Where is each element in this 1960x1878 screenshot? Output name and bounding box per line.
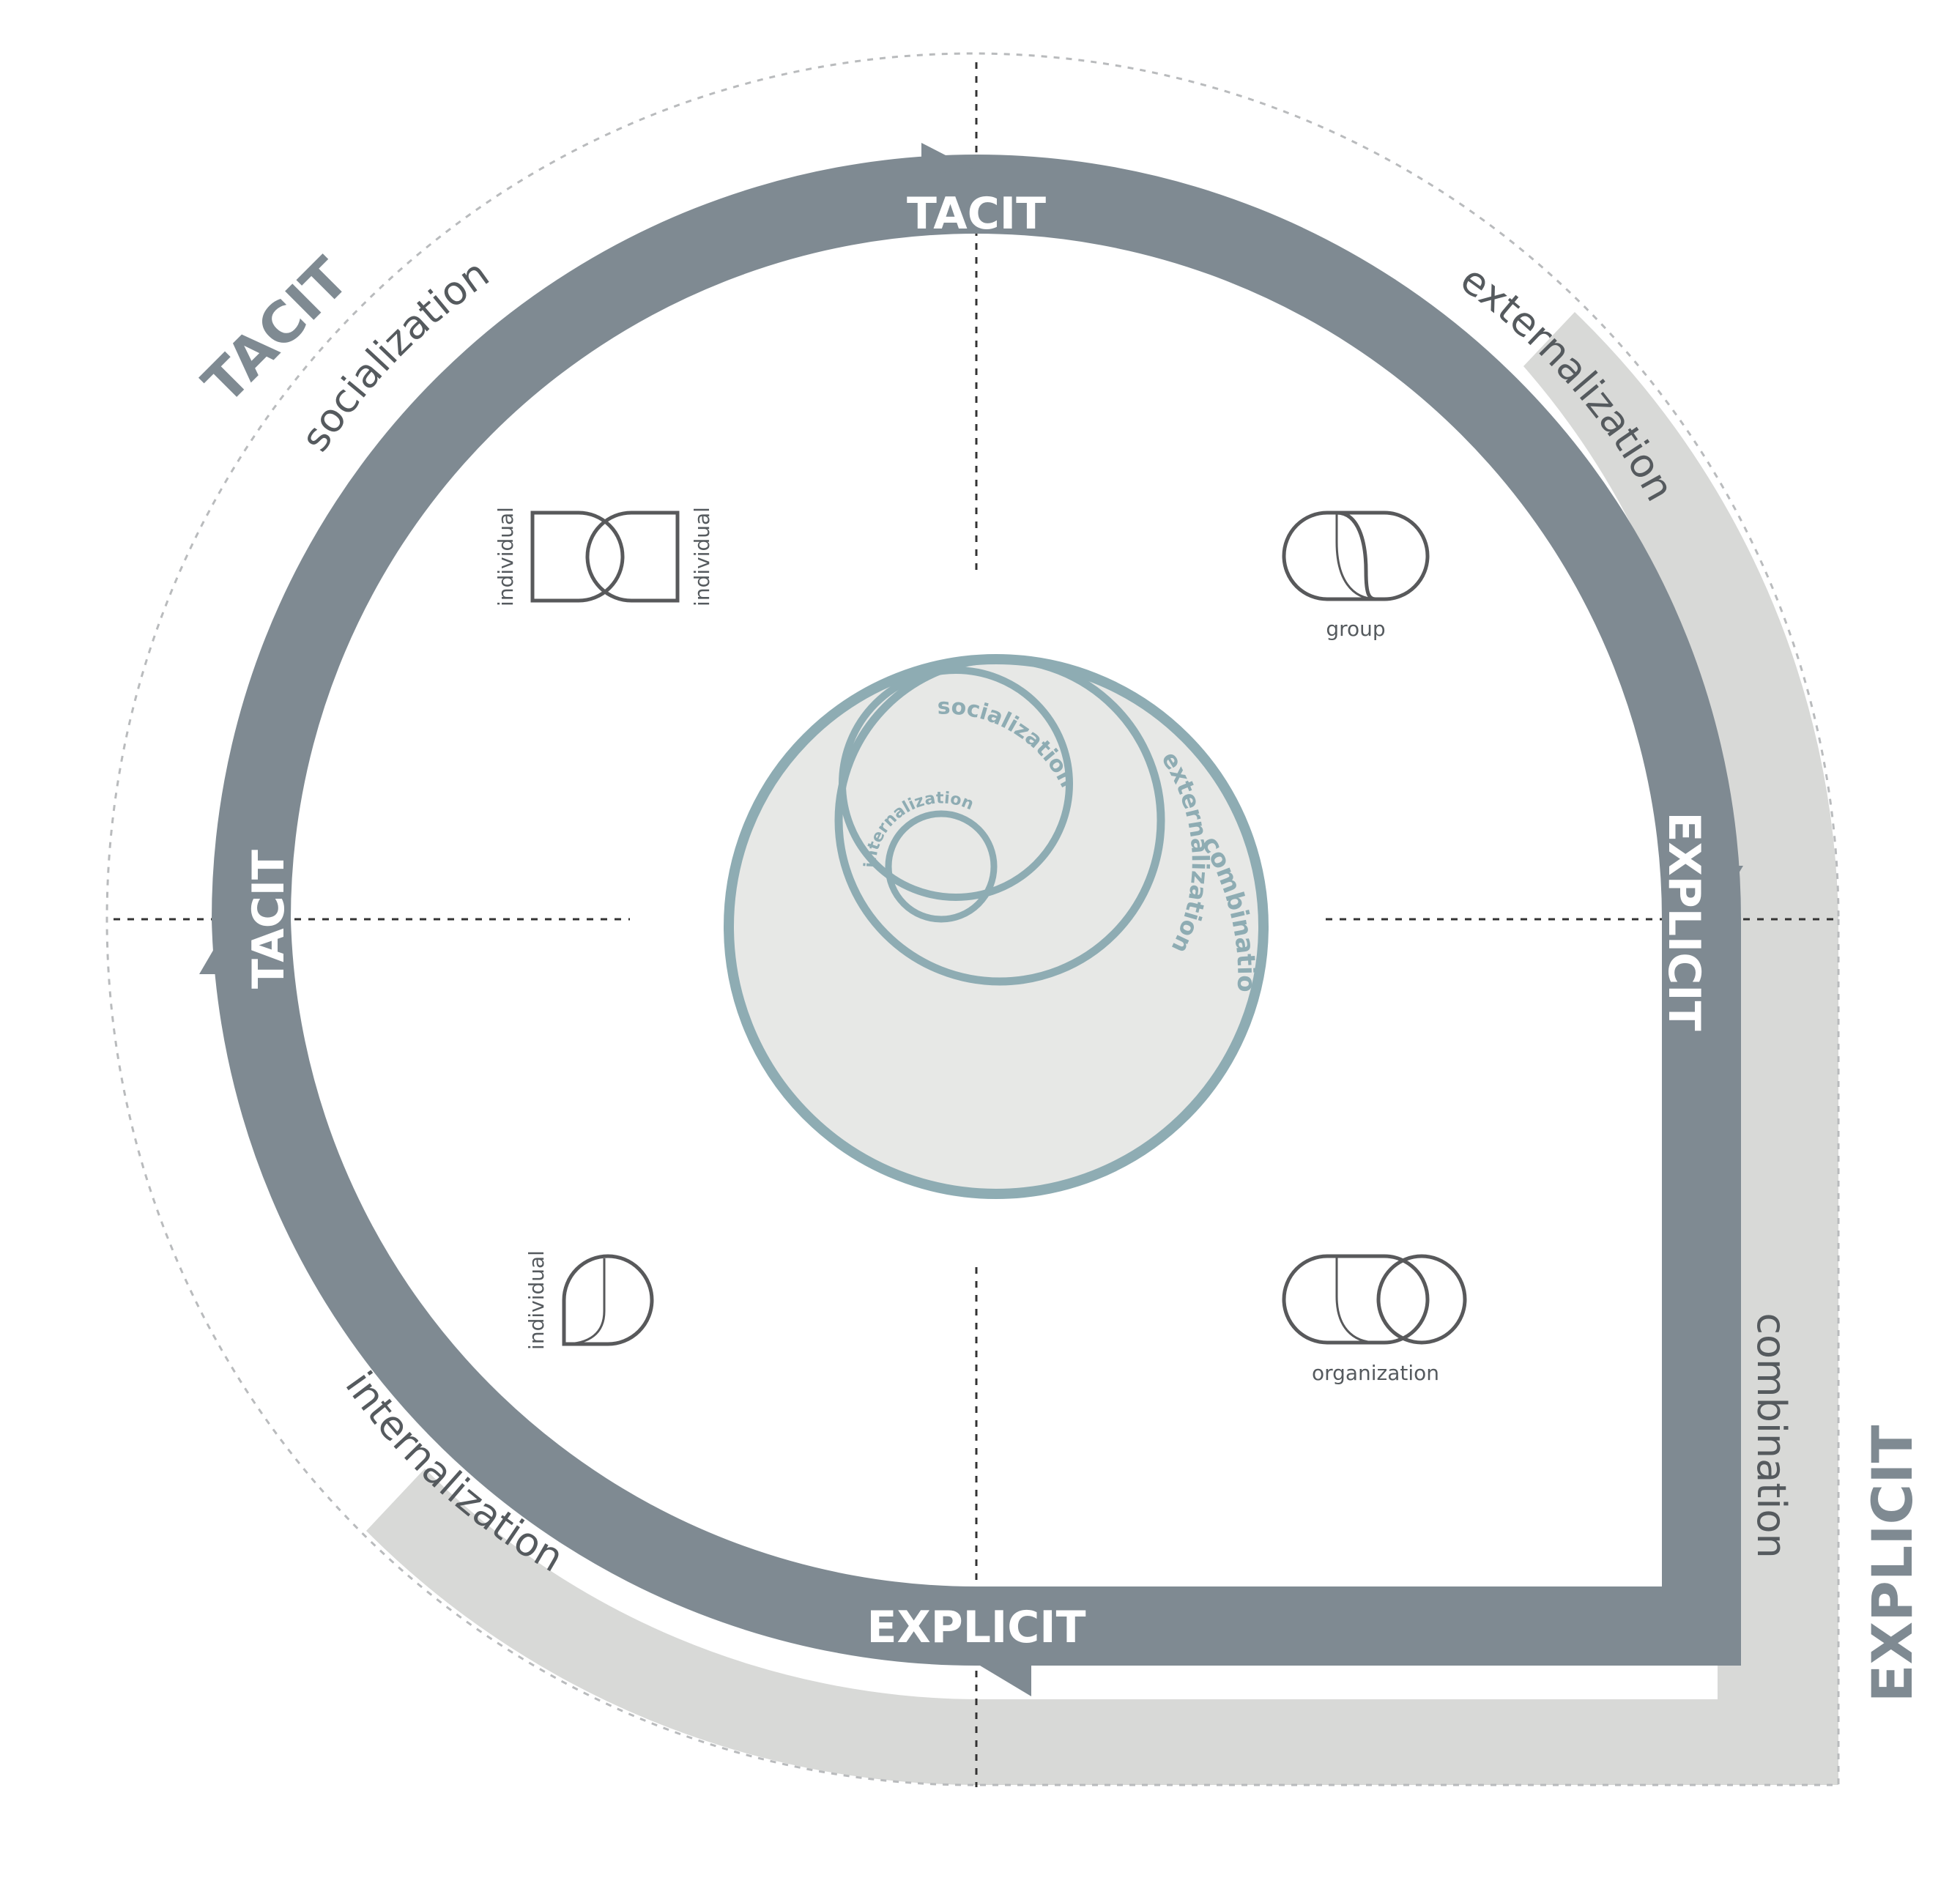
individual-inner-line-icon (563, 1258, 606, 1346)
individual-drop-left-icon (530, 511, 625, 603)
icon-label-group: group (1326, 617, 1385, 641)
ring-arrows (199, 143, 1743, 1696)
ring-label-top: TACIT (907, 188, 1046, 240)
icon-individual-pair (530, 511, 680, 603)
outer-dashed-contour (105, 52, 1840, 1786)
outer-label-explicit: EXPLICIT (1860, 1425, 1925, 1702)
individual-drop-icon (562, 1254, 654, 1346)
icon-organization (1282, 1254, 1467, 1345)
group-capsule-icon (1282, 511, 1430, 601)
spiral-inner-circle (839, 667, 1073, 901)
arrow-right-icon (1715, 866, 1743, 912)
mode-label-combination: combination (1748, 1313, 1794, 1558)
group-inner-curve-icon (1336, 511, 1378, 601)
group-inner-line-icon (1335, 513, 1378, 601)
individual-drop-right-icon (585, 511, 680, 603)
org-inner-line-icon (1335, 1256, 1378, 1344)
icon-label-individual-left: individual (494, 507, 518, 606)
ring-label-right: EXPLICIT (1658, 812, 1710, 1031)
arrow-top-icon (921, 143, 974, 174)
icon-group (1282, 511, 1430, 601)
org-circle-icon (1376, 1254, 1467, 1345)
quadrant-dividers (114, 62, 1838, 1787)
arrow-left-icon (199, 927, 227, 974)
spiral-middle-circle (834, 655, 1165, 986)
icon-label-individual-right: individual (690, 507, 714, 606)
ring-label-bottom: EXPLICIT (866, 1602, 1085, 1653)
knowledge-ring (211, 155, 1741, 1666)
ring-label-left: TACIT (243, 850, 294, 989)
org-capsule-icon (1282, 1254, 1430, 1345)
icon-label-individual-bl: individual (524, 1250, 549, 1350)
icon-label-organization: organization (1312, 1361, 1439, 1385)
arrow-bottom-icon (980, 1660, 1031, 1696)
explicit-shade-band (366, 312, 1838, 1785)
icon-individual (562, 1254, 654, 1346)
spiral-core-circle (885, 810, 998, 923)
